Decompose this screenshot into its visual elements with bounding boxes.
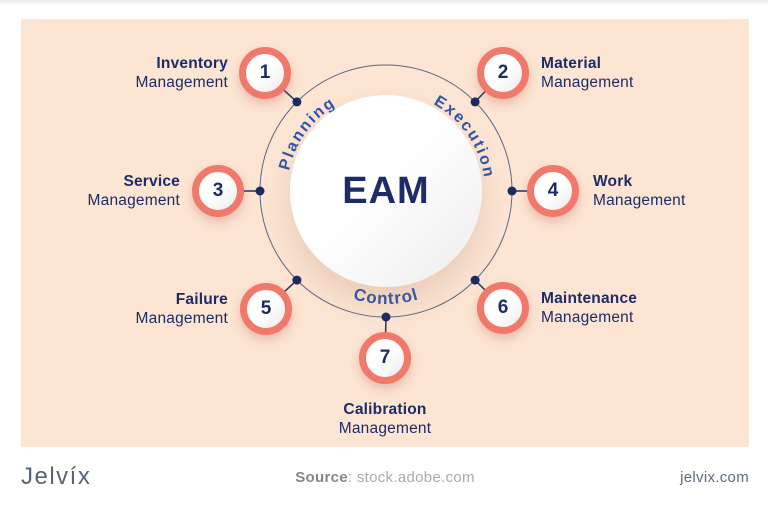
phase-label-control: Control xyxy=(352,285,421,309)
center-label: EAM xyxy=(342,169,430,212)
badge-3: 3 xyxy=(192,165,244,217)
item-title: Service xyxy=(123,173,180,190)
badge-7: 7 xyxy=(359,332,411,384)
source-credit: Source: stock.adobe.com xyxy=(295,469,475,486)
badge-5: 5 xyxy=(240,283,292,335)
item-title: Calibration xyxy=(343,401,427,418)
item-title: Work xyxy=(593,173,633,190)
badge-6-number: 6 xyxy=(497,297,509,318)
item-subtitle: Management xyxy=(135,310,228,327)
item-label-material-management: Material Management xyxy=(541,54,633,92)
diagram-card: Planning Execution Control EAM 1 2 3 4 5… xyxy=(21,19,749,447)
footer: Jelvíx Source: stock.adobe.com jelvix.co… xyxy=(21,447,749,507)
item-label-work-management: Work Management xyxy=(593,172,685,210)
item-subtitle: Management xyxy=(541,309,634,326)
badge-1: 1 xyxy=(239,47,291,99)
badge-7-number: 7 xyxy=(379,347,391,368)
badge-4: 4 xyxy=(527,165,579,217)
item-subtitle: Management xyxy=(135,74,228,91)
item-title: Failure xyxy=(175,291,228,308)
badge-3-number: 3 xyxy=(212,180,224,201)
item-label-maintenance-management: Maintenance Management xyxy=(541,289,637,327)
item-subtitle: Management xyxy=(593,192,686,209)
badge-2: 2 xyxy=(477,47,529,99)
badge-2-number: 2 xyxy=(497,62,509,83)
badge-6: 6 xyxy=(477,282,529,334)
badge-5-number: 5 xyxy=(260,298,272,319)
item-title: Maintenance xyxy=(541,290,638,307)
ring-dot-5 xyxy=(292,275,302,285)
ring-dot-3 xyxy=(255,186,265,196)
center-circle: EAM xyxy=(290,95,482,287)
item-label-failure-management: Failure Management xyxy=(136,290,228,328)
badge-1-number: 1 xyxy=(259,62,271,83)
item-label-inventory-management: Inventory Management xyxy=(136,54,228,92)
jelvix-logo: Jelvíx xyxy=(21,463,92,490)
source-label: Source xyxy=(295,468,348,486)
item-label-calibration-management: Calibration Management xyxy=(305,400,465,438)
item-subtitle: Management xyxy=(541,74,634,91)
item-title: Inventory xyxy=(156,55,228,72)
item-subtitle: Management xyxy=(87,192,180,209)
item-subtitle: Management xyxy=(338,420,432,437)
item-label-service-management: Service Management xyxy=(88,172,180,210)
badge-4-number: 4 xyxy=(547,180,559,201)
ring-dot-1 xyxy=(292,97,302,107)
phase-label-control-text: Control xyxy=(352,285,420,309)
source-value: : stock.adobe.com xyxy=(347,468,475,486)
ring-dot-6 xyxy=(470,275,480,285)
website-link: jelvix.com xyxy=(680,468,749,486)
ring-dot-4 xyxy=(507,186,517,196)
item-title: Material xyxy=(541,55,602,72)
ring-dot-2 xyxy=(470,97,480,107)
ring-dot-7 xyxy=(381,312,391,322)
